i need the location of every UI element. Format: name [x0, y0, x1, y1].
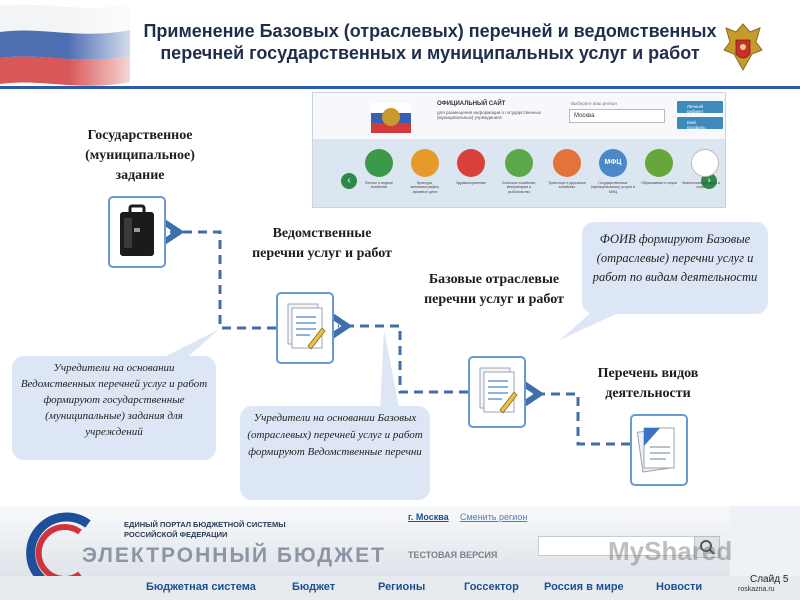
document-stack-icon: [636, 427, 675, 473]
callout-dept-lists: Учредители на основании Ведомственных пе…: [12, 356, 216, 460]
slide-header: Применение Базовых (отраслевых) перечней…: [0, 0, 800, 90]
banner-search-button[interactable]: [694, 536, 720, 558]
agriculture-category-icon: [505, 149, 533, 177]
culture-category-icon: [411, 149, 439, 177]
site-profile-button: Мой профиль: [677, 117, 723, 130]
nav-budget[interactable]: Бюджет: [292, 581, 336, 593]
mfc-category-icon: МФЦ: [599, 149, 627, 177]
myshared-watermark: MyShared: [608, 536, 733, 566]
callout-tail-foiv: [560, 306, 620, 340]
nav-public-sector[interactable]: Госсектор: [464, 581, 519, 593]
document-pen-icon: [287, 303, 326, 350]
dept-lists-box: [276, 292, 334, 364]
bus-gov-site-screenshot: ОФИЦИАЛЬНЫЙ САЙТ для размещения информац…: [312, 92, 726, 208]
health-category-icon: [457, 149, 485, 177]
site-crest-icon: [371, 99, 411, 135]
label-dept-lists: Ведомственные перечни услуг и работ: [252, 226, 392, 261]
category-caption: Физическая культура и спорт: [681, 181, 721, 190]
briefcase-icon: [120, 204, 154, 256]
banner-change-region-link[interactable]: Сменить регион: [460, 512, 528, 522]
category-caption: Государственные (муниципальные) услуги в…: [591, 181, 635, 194]
label-base-lists: Базовые отраслевые перечни услуг и работ: [424, 272, 564, 307]
electronic-budget-banner: ЕДИНЫЙ ПОРТАЛ БЮДЖЕТНОЙ СИСТЕМЫ РОССИЙСК…: [0, 506, 800, 600]
banner-city-link[interactable]: г. Москва: [408, 512, 449, 522]
category-caption: Сельское хозяйство, ветеринария и рыболо…: [501, 181, 537, 194]
nav-news[interactable]: Новости: [656, 581, 703, 593]
banner-nav: Бюджетная система Бюджет Регионы Госсект…: [0, 576, 800, 600]
site-cabinet-button: Личный кабинет: [677, 101, 723, 114]
page-title-line2: перечней государственных и муниципальных…: [160, 43, 700, 63]
label-activity-list: Перечень видов деятельности: [597, 366, 699, 401]
category-caption: Культура, кинематография, архивное дело: [410, 181, 440, 194]
nav-budget-system[interactable]: Бюджетная система: [146, 581, 256, 593]
connector-base-to-dept: [327, 311, 468, 394]
callout-base-lists: Учредители на основании Базовых (отрасле…: [240, 406, 430, 500]
site-subheading: для размещения информации о государствен…: [437, 110, 541, 120]
banner-portal-line2: РОССИЙСКОЙ ФЕДЕРАЦИИ: [124, 530, 228, 539]
banner-portal-name: ЕДИНЫЙ ПОРТАЛ БЮДЖЕТНОЙ СИСТЕМЫ РОССИЙСК…: [124, 520, 344, 540]
banner-brand: ЭЛЕКТРОННЫЙ БЮДЖЕТ: [82, 544, 386, 567]
sport-category-icon: [691, 149, 719, 177]
banner-domain: roskazna.ru: [738, 586, 775, 593]
forest-category-icon: [365, 149, 393, 177]
activity-list-box: [630, 414, 688, 486]
site-header: ОФИЦИАЛЬНЫЙ САЙТ для размещения информац…: [313, 93, 725, 139]
category-caption: Здравоохранение: [456, 181, 486, 185]
document-pen-icon: [479, 367, 518, 414]
site-region-label: Выберите ваш регион: [571, 101, 617, 106]
label-state-task: Государственное (муниципальное) задание: [85, 128, 195, 183]
category-caption: Образование и наука: [641, 181, 677, 185]
callout-tail-base: [380, 330, 400, 412]
page-title: Применение Базовых (отраслевых) перечней…: [140, 20, 720, 64]
education-category-icon: [645, 149, 673, 177]
callout-foiv: ФОИВ формируют Базовые (отраслевые) пере…: [582, 222, 768, 314]
site-prev-arrow-icon: ‹: [341, 173, 357, 189]
search-icon: [700, 540, 715, 555]
banner-portal-line1: ЕДИНЫЙ ПОРТАЛ БЮДЖЕТНОЙ СИСТЕМЫ: [124, 520, 286, 529]
category-caption: Лесное и водное хозяйство: [364, 181, 393, 190]
callout-tail-dept: [150, 330, 218, 364]
site-next-arrow-icon: ›: [701, 173, 717, 189]
header-divider: [0, 86, 800, 89]
site-region-select: Москва: [569, 109, 665, 123]
nav-russia-in-world[interactable]: Россия в мире: [544, 581, 624, 593]
nav-regions[interactable]: Регионы: [378, 581, 426, 593]
connector-activity-to-base: [519, 379, 630, 446]
category-caption: Транспорт и дорожное хозяйство: [548, 181, 586, 190]
banner-test-version: ТЕСТОВАЯ ВЕРСИЯ: [408, 550, 498, 560]
transport-category-icon: [553, 149, 581, 177]
russian-flag-decoration: [0, 0, 150, 90]
site-heading: ОФИЦИАЛЬНЫЙ САЙТ: [437, 101, 506, 107]
page-title-line1: Применение Базовых (отраслевых) перечней…: [143, 21, 717, 41]
slide-number: Слайд 5: [750, 574, 789, 585]
base-lists-box: [468, 356, 526, 428]
treasury-emblem-icon: [720, 20, 766, 76]
state-task-box: [108, 196, 166, 268]
